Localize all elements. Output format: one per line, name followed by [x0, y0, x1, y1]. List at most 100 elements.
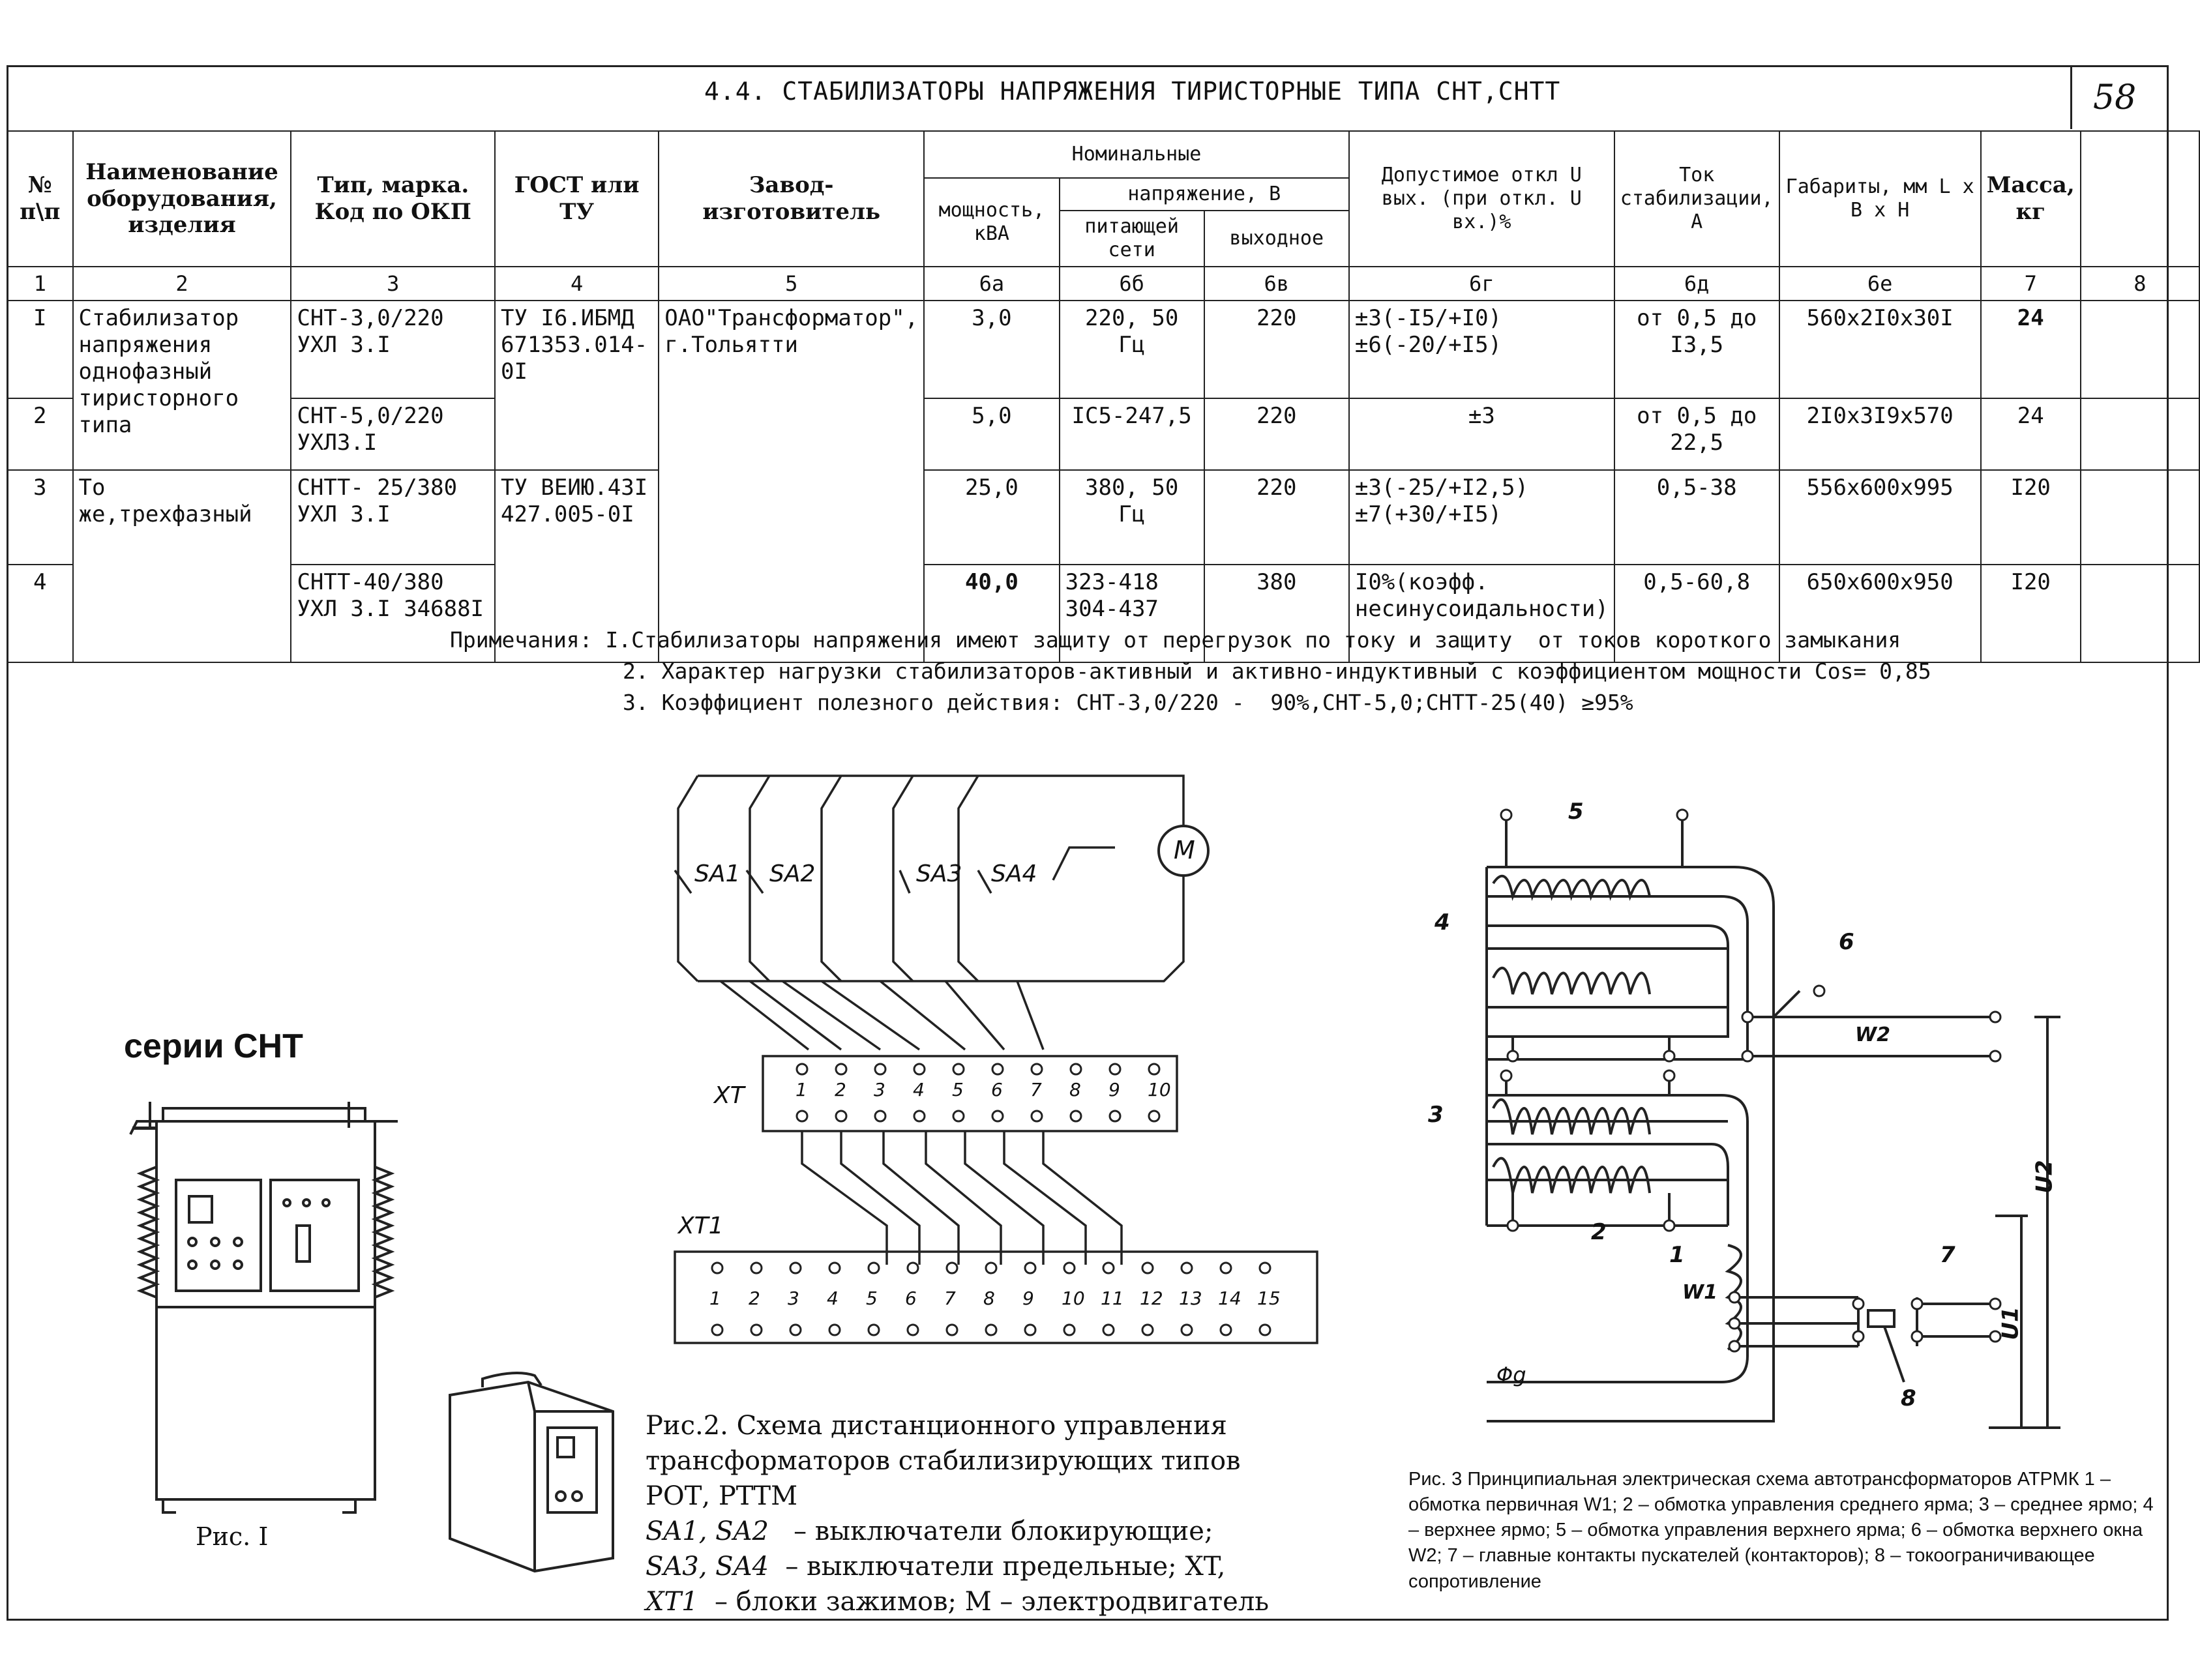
fig3-label-6: 6 — [1839, 929, 1854, 955]
cell-current: от 0,5 до 22,5 — [1613, 398, 1780, 471]
xt1-terminal-number: 11 — [1101, 1288, 1124, 1309]
header-extra — [2079, 130, 2200, 267]
cell-supply: 323-418 304-437 — [1058, 564, 1205, 664]
xt1-terminal-number: 10 — [1062, 1288, 1085, 1309]
winding-terminal-dots — [1500, 808, 2002, 1353]
header-name: Наименование оборудования, изделия — [72, 130, 292, 267]
cell-output: 380 — [1203, 564, 1350, 664]
col-num: 7 — [1980, 265, 2081, 302]
winding-terminal-dot — [1910, 1297, 1924, 1310]
header-gost: ГОСТ или ТУ — [494, 130, 660, 267]
cell-mass: 24 — [1980, 398, 2081, 471]
fig1-caption: Рис. I — [196, 1522, 269, 1551]
cell-dims: 2I0x3I9x570 — [1778, 398, 1982, 471]
cell-name: То же,трехфазный — [72, 469, 292, 664]
xt1-terminal-dot — [789, 1261, 802, 1275]
cell-current: 0,5-60,8 — [1613, 564, 1780, 664]
winding-terminal-dot — [1813, 984, 1826, 997]
portable-stabilizer-drawing — [449, 1372, 614, 1573]
xt1-terminal-dot — [1141, 1261, 1154, 1275]
winding-terminal-dot — [1676, 808, 1689, 821]
xt-terminal-number: 10 — [1148, 1079, 1171, 1100]
xt1-terminal-dot — [1258, 1323, 1271, 1336]
xt-terminal-dot — [874, 1063, 887, 1076]
col-num: 4 — [494, 265, 660, 302]
winding-terminal-dot — [1663, 1219, 1676, 1232]
xt1-terminal-dot — [1063, 1261, 1076, 1275]
winding-terminal-dot — [1728, 1291, 1741, 1304]
xt1-terminal-dot — [906, 1261, 919, 1275]
xt1-terminal-dot — [1102, 1261, 1115, 1275]
xt1-terminal-dot — [1024, 1323, 1037, 1336]
cell-type: СНТТ- 25/380 УХЛ 3.I — [290, 469, 496, 566]
cell-supply: IС5-247,5 — [1058, 398, 1205, 471]
winding-terminal-dot — [1500, 1069, 1513, 1082]
col-num: 1 — [7, 265, 74, 302]
xt-terminal-dot — [991, 1063, 1004, 1076]
xt1-terminal-dot — [867, 1261, 880, 1275]
xt1-terminal-dot — [1141, 1323, 1154, 1336]
winding-terminal-dot — [1728, 1340, 1741, 1353]
legend-text: – выключатели блокирующие; — [794, 1516, 1213, 1546]
xt1-terminal-dot — [789, 1323, 802, 1336]
winding-terminal-dot — [1989, 1050, 2002, 1063]
cell-no: 4 — [7, 564, 74, 664]
cell-gost: ТУ I6.ИБМД 671353.014-0I — [494, 300, 660, 471]
header-output: выходное — [1203, 210, 1350, 267]
cell-supply: 220, 50 Гц — [1058, 300, 1205, 400]
legend-key: SA3, SA4 — [646, 1552, 769, 1582]
notes: Примечания: I.Стабилизаторы напряжения и… — [450, 625, 1931, 718]
note-3: 3. Коэффициент полезного действия: СНТ-3… — [623, 689, 1633, 715]
xt-terminal-dot — [1108, 1110, 1122, 1123]
xt1-terminal-dot — [1024, 1261, 1037, 1275]
page-title: 4.4. СТАБИЛИЗАТОРЫ НАПРЯЖЕНИЯ ТИРИСТОРНЫ… — [704, 77, 1561, 106]
switch-label-sa3: SA3 — [916, 861, 962, 887]
xt-terminal-dot — [1069, 1110, 1082, 1123]
xt1-terminal-number: 12 — [1140, 1288, 1163, 1309]
cell-output: 220 — [1203, 469, 1350, 566]
cell-extra — [2079, 300, 2200, 400]
xt-terminal-dot — [1148, 1063, 1161, 1076]
legend-text: – выключатели предельные; XT, — [785, 1552, 1226, 1582]
fig2-caption-line: трансформаторов стабилизирующих типов — [646, 1446, 1241, 1476]
xt-terminal-number: 3 — [874, 1079, 885, 1100]
col-num: 6а — [923, 265, 1060, 302]
note-2: 2. Характер нагрузки стабилизаторов-акти… — [623, 658, 1931, 684]
note-1: Примечания: I.Стабилизаторы напряжения и… — [450, 627, 1901, 653]
winding-terminal-dot — [1989, 1297, 2002, 1310]
xt-terminal-dot — [1069, 1063, 1082, 1076]
xt1-terminal-dot — [985, 1323, 998, 1336]
fig3-label-5: 5 — [1568, 799, 1584, 825]
xt1-terminal-dot — [945, 1323, 959, 1336]
fig3-label-4: 4 — [1434, 909, 1450, 936]
xt-terminal-dot — [1108, 1063, 1122, 1076]
remote-control-scheme — [674, 774, 1318, 1344]
xt-terminal-dot — [795, 1110, 809, 1123]
cell-type: СНТТ-40/380 УХЛ 3.I 34688I — [290, 564, 496, 664]
col-num: 2 — [72, 265, 292, 302]
xt1-terminal-dot — [1180, 1323, 1193, 1336]
cell-no: 2 — [7, 398, 74, 471]
fig3-label-2: 2 — [1591, 1219, 1607, 1245]
xt-terminal-dot — [913, 1063, 926, 1076]
header-type: Тип, марка. Код по ОКП — [290, 130, 496, 267]
xt1-terminal-dot — [985, 1261, 998, 1275]
page-number-box — [2070, 65, 2167, 129]
autotransformer-scheme — [1485, 815, 2060, 1429]
winding-terminal-dot — [1663, 1050, 1676, 1063]
xt1-terminal-dot — [1180, 1261, 1193, 1275]
xt1-terminal-dot — [1219, 1261, 1232, 1275]
winding-terminal-dot — [1741, 1050, 1754, 1063]
xt-terminal-dot — [835, 1110, 848, 1123]
cell-output: 220 — [1203, 398, 1350, 471]
page-number: 58 — [2093, 78, 2137, 117]
cell-current: 0,5-38 — [1613, 469, 1780, 566]
legend-text: – блоки зажимов; M – электродвигатель — [715, 1587, 1270, 1617]
cell-maker: ОАО"Трансформатор", г.Тольятти — [658, 300, 925, 664]
table-row: I Стабилизатор напряжения однофазный тир… — [7, 300, 2200, 664]
xt-terminal-dot — [795, 1063, 809, 1076]
cell-dims: 650x600x950 — [1778, 564, 1982, 664]
col-num: 3 — [290, 265, 496, 302]
spec-table: № п\п Наименование оборудования, изделия… — [7, 130, 2200, 664]
cell-supply: 380, 50 Гц — [1058, 469, 1205, 566]
